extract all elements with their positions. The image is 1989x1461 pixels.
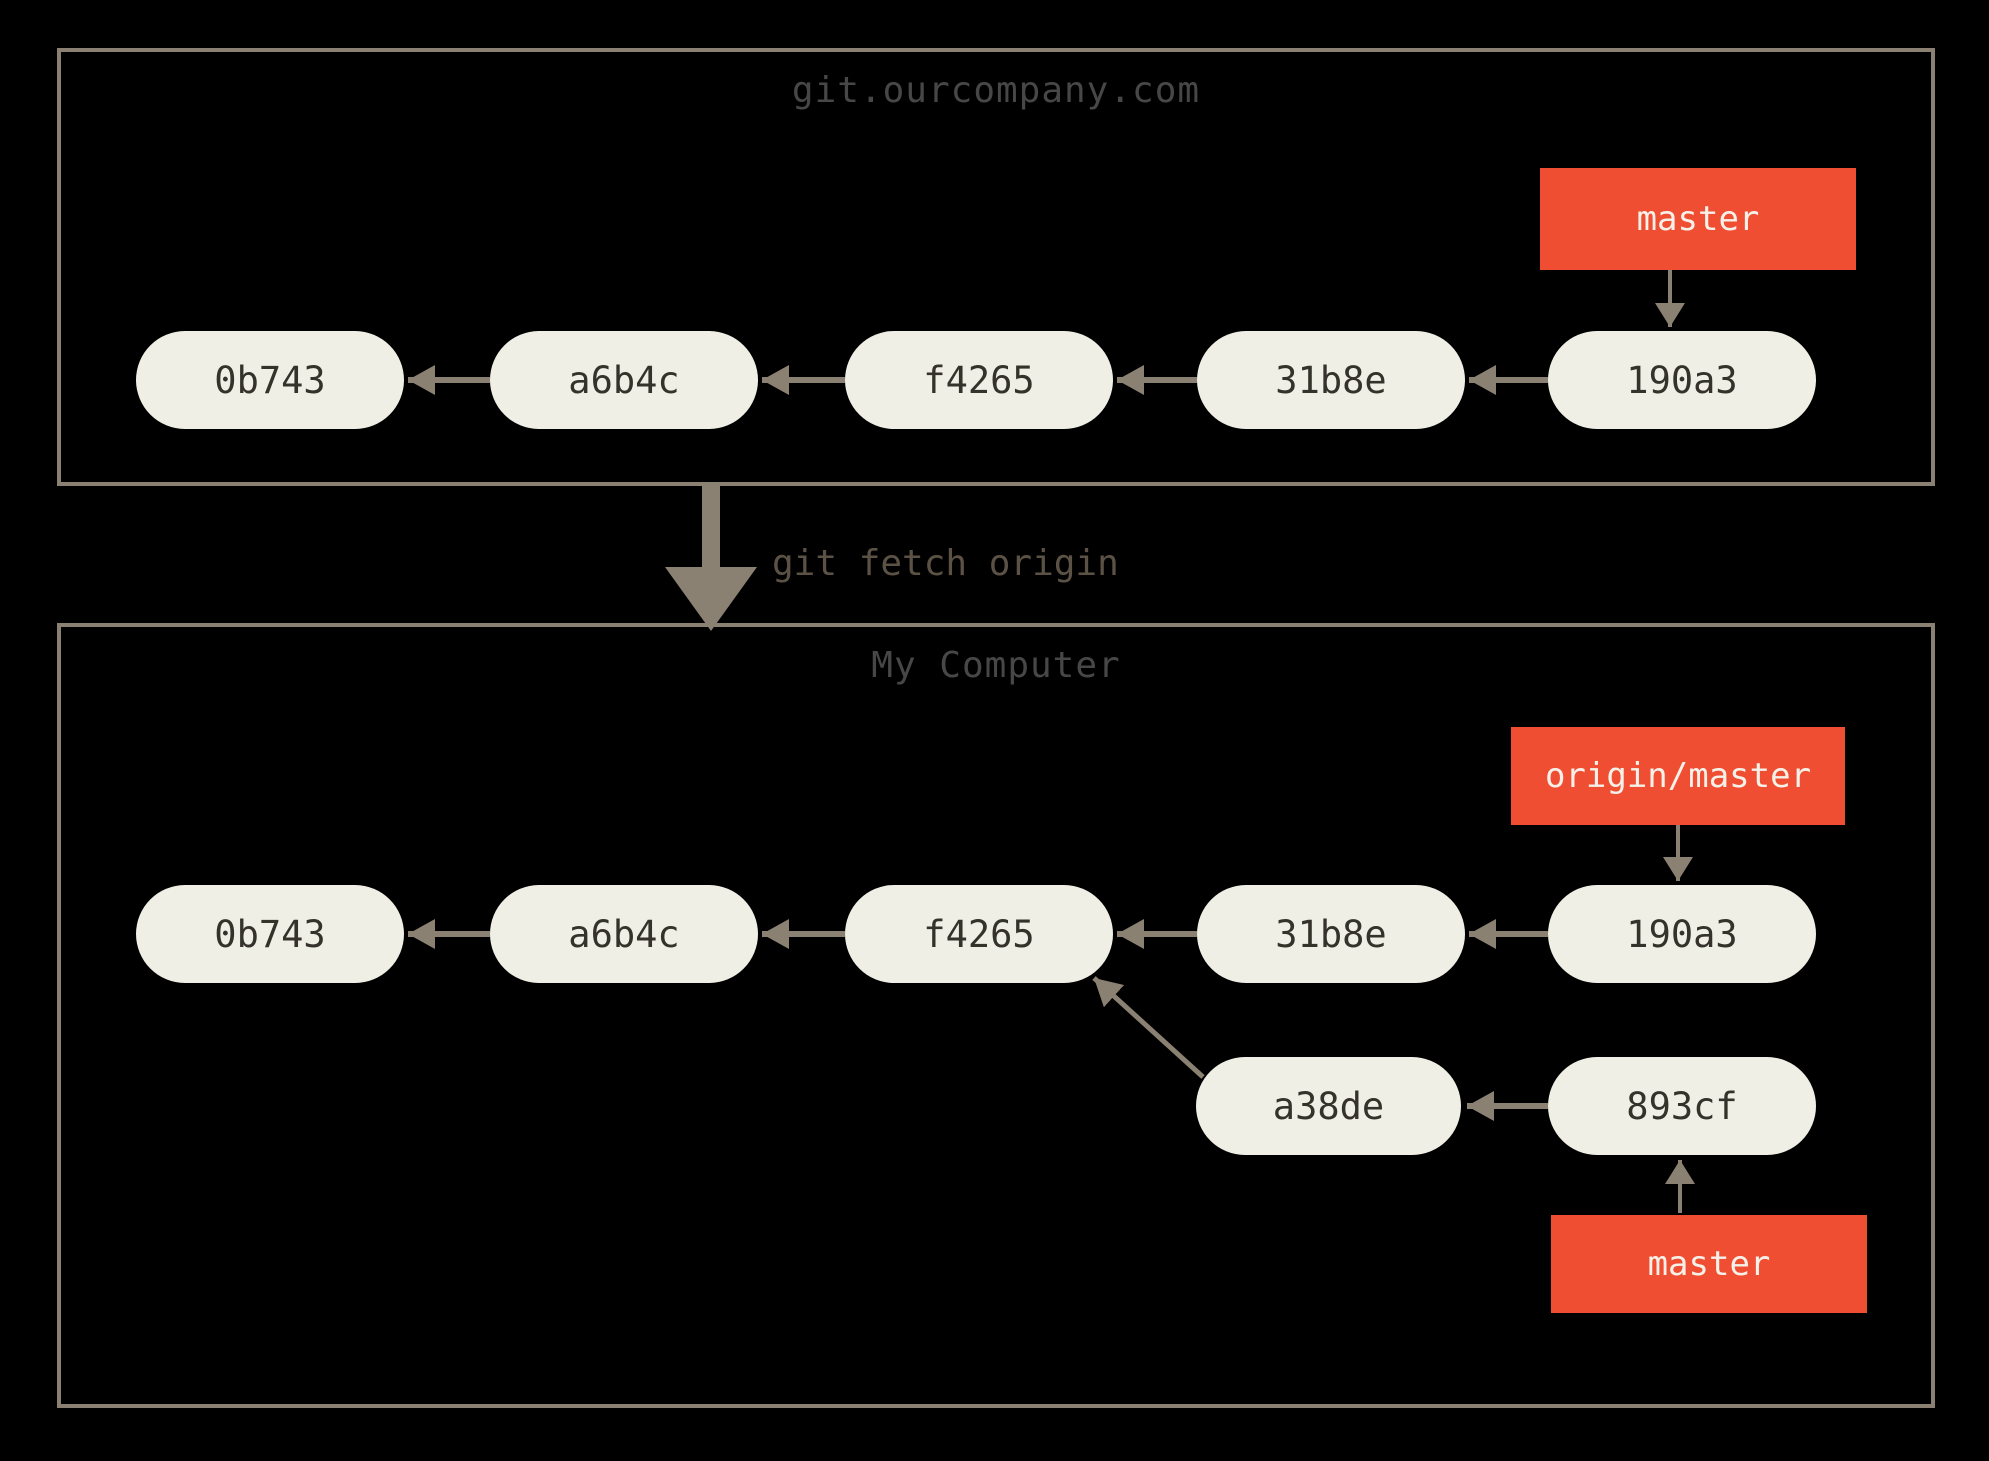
commit-id: 0b743 <box>214 912 326 956</box>
commit-node: a6b4c <box>490 885 758 983</box>
commit-id: a6b4c <box>568 358 680 402</box>
commit-node: f4265 <box>845 885 1113 983</box>
local-repo-box <box>57 623 1935 1408</box>
commit-node: 31b8e <box>1197 331 1465 429</box>
commit-id: a38de <box>1272 1084 1385 1128</box>
commit-node: 0b743 <box>136 885 404 983</box>
local-master-branch-label: master <box>1551 1215 1867 1313</box>
commit-id: 0b743 <box>214 358 326 402</box>
remote-master-branch-label: master <box>1540 168 1856 270</box>
commit-node: 893cf <box>1548 1057 1816 1155</box>
commit-node: f4265 <box>845 331 1113 429</box>
commit-parent-arrow-diagonal <box>1092 976 1205 1079</box>
branch-label-text: master <box>1636 199 1760 239</box>
commit-id: 893cf <box>1626 1084 1738 1128</box>
commit-node: 0b743 <box>136 331 404 429</box>
commit-node: a6b4c <box>490 331 758 429</box>
remote-repo-title: git.ourcompany.com <box>791 70 1201 111</box>
commit-node: a38de <box>1196 1057 1461 1155</box>
commit-node: 190a3 <box>1548 331 1816 429</box>
commit-node: 190a3 <box>1548 885 1816 983</box>
commit-id: 31b8e <box>1275 358 1387 402</box>
local-repo-title: My Computer <box>871 645 1121 686</box>
commit-id: 190a3 <box>1626 358 1738 402</box>
commit-id: 31b8e <box>1275 912 1387 956</box>
origin-master-branch-label: origin/master <box>1511 727 1845 825</box>
fetch-command-label: git fetch origin <box>772 543 1119 584</box>
commit-id: f4265 <box>923 358 1035 402</box>
branch-label-text: master <box>1647 1244 1771 1284</box>
commit-id: f4265 <box>923 912 1035 956</box>
commit-id: 190a3 <box>1626 912 1738 956</box>
branch-label-text: origin/master <box>1544 756 1812 796</box>
fetch-flow-arrow <box>665 486 757 631</box>
commit-node: 31b8e <box>1197 885 1465 983</box>
commit-id: a6b4c <box>568 912 680 956</box>
remote-repo-box <box>57 48 1935 486</box>
